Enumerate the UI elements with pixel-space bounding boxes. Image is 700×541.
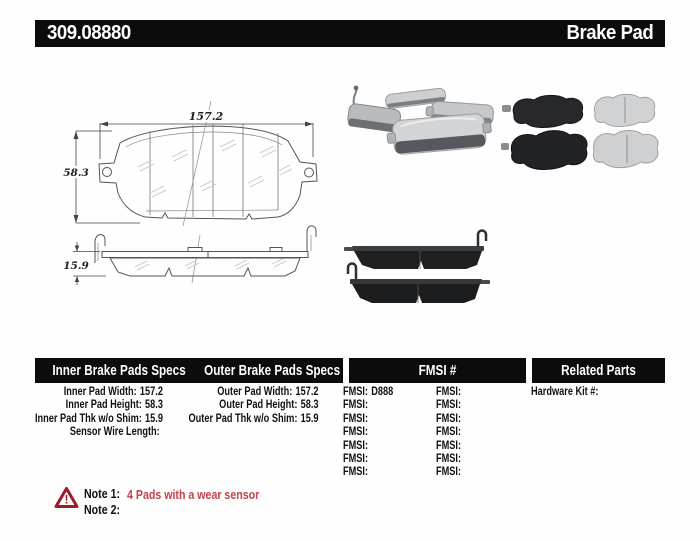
specs-header-bar: Inner Brake Pads Specs Outer Brake Pads … [35, 358, 343, 383]
fmsi-entry: FMSI: [343, 399, 369, 412]
note1-text: 4 Pads with a wear sensor [127, 488, 260, 502]
fmsi-entry: FMSI: [343, 412, 369, 425]
wear-sensor-wire [352, 87, 358, 106]
photo-pads-angled [347, 85, 494, 155]
page-title: Brake Pad [566, 22, 653, 44]
fmsi-header: FMSI # [418, 362, 457, 379]
side-view [94, 225, 317, 277]
title-bar: 309.08880 Brake Pad [35, 20, 665, 47]
thickness-dim-label: 15.9 [63, 260, 89, 272]
spec-row-outer-height: Outer Pad Height:58.3 [218, 399, 318, 412]
note1-label: Note 1: [84, 487, 121, 501]
photo-pads-flat [501, 93, 659, 170]
fmsi-entry: FMSI: [436, 426, 462, 439]
fmsi-entry: FMSI: [436, 452, 462, 465]
edge-pad-top [344, 229, 488, 269]
edge-pad-bottom [346, 262, 490, 303]
fmsi-column-1: FMSI:D888 FMSI: FMSI: FMSI: FMSI: FMSI: … [343, 386, 406, 480]
warning-triangle-icon: ! [54, 487, 79, 508]
hardware-kit-row: Hardware Kit #: [531, 386, 599, 398]
fmsi-entry: FMSI:D888 [343, 386, 394, 398]
note2-label: Note 2: [84, 503, 121, 517]
fmsi-entry: FMSI: [343, 426, 369, 439]
width-dim-label: 157.2 [189, 110, 224, 123]
pad-dark-top [512, 94, 584, 128]
front-view-outline [98, 125, 318, 220]
fmsi-entry: FMSI: [436, 412, 462, 425]
spec-row-inner-width: Inner Pad Width:157.2 [63, 386, 163, 398]
spec-row-sensor-wire-length: Sensor Wire Length: [69, 426, 160, 439]
fmsi-entry: FMSI: [343, 452, 369, 465]
fmsi-entry: FMSI: [343, 439, 369, 452]
fmsi-entry: FMSI: [436, 439, 462, 452]
fmsi-header-bar: FMSI # [349, 358, 526, 383]
inner-specs-column: Inner Pad Width:157.2 Inner Pad Height:5… [3, 386, 163, 440]
side-view-friction [109, 257, 301, 277]
pad-dark-bottom [510, 130, 588, 170]
segment-lines [149, 124, 279, 217]
inner-specs-header: Inner Brake Pads Specs [52, 362, 186, 379]
pad-photo-large [386, 113, 492, 155]
sensor-tab [502, 105, 511, 112]
width-dimension [99, 123, 314, 159]
fmsi-entry: FMSI: [436, 399, 462, 412]
technical-drawing: 157.2 58.3 15.9 [60, 100, 318, 285]
pad-photo-thin [385, 87, 447, 109]
fmsi-entry: FMSI: [343, 466, 369, 479]
pad-light-bottom [592, 130, 659, 169]
related-parts-header: Related Parts [561, 362, 636, 379]
left-ear-hole [102, 167, 112, 177]
height-dim-label: 58.3 [63, 167, 89, 179]
photo-pads-edge [344, 229, 490, 303]
right-ear-hole [304, 167, 314, 178]
watermark-texture [134, 139, 293, 271]
fmsi-column-2: FMSI: FMSI: FMSI: FMSI: FMSI: FMSI: FMSI… [436, 386, 471, 480]
part-number: 309.08880 [47, 22, 131, 44]
related-parts-header-bar: Related Parts [532, 358, 665, 383]
outer-specs-header: Outer Brake Pads Specs [204, 362, 341, 379]
spec-row-inner-thickness: Inner Pad Thk w/o Shim:15.9 [35, 412, 163, 425]
fmsi-entry: FMSI: [436, 386, 462, 398]
spec-row-outer-width: Outer Pad Width:157.2 [216, 386, 318, 398]
outer-specs-column: Outer Pad Width:157.2 Outer Pad Height:5… [156, 386, 318, 426]
spec-row-inner-height: Inner Pad Height:58.3 [65, 399, 163, 412]
related-parts-column: Hardware Kit #: [531, 386, 619, 399]
fmsi-entry: FMSI: [436, 466, 462, 479]
spec-row-outer-thickness: Outer Pad Thk w/o Shim:15.9 [188, 412, 318, 425]
svg-text:!: ! [65, 493, 69, 507]
